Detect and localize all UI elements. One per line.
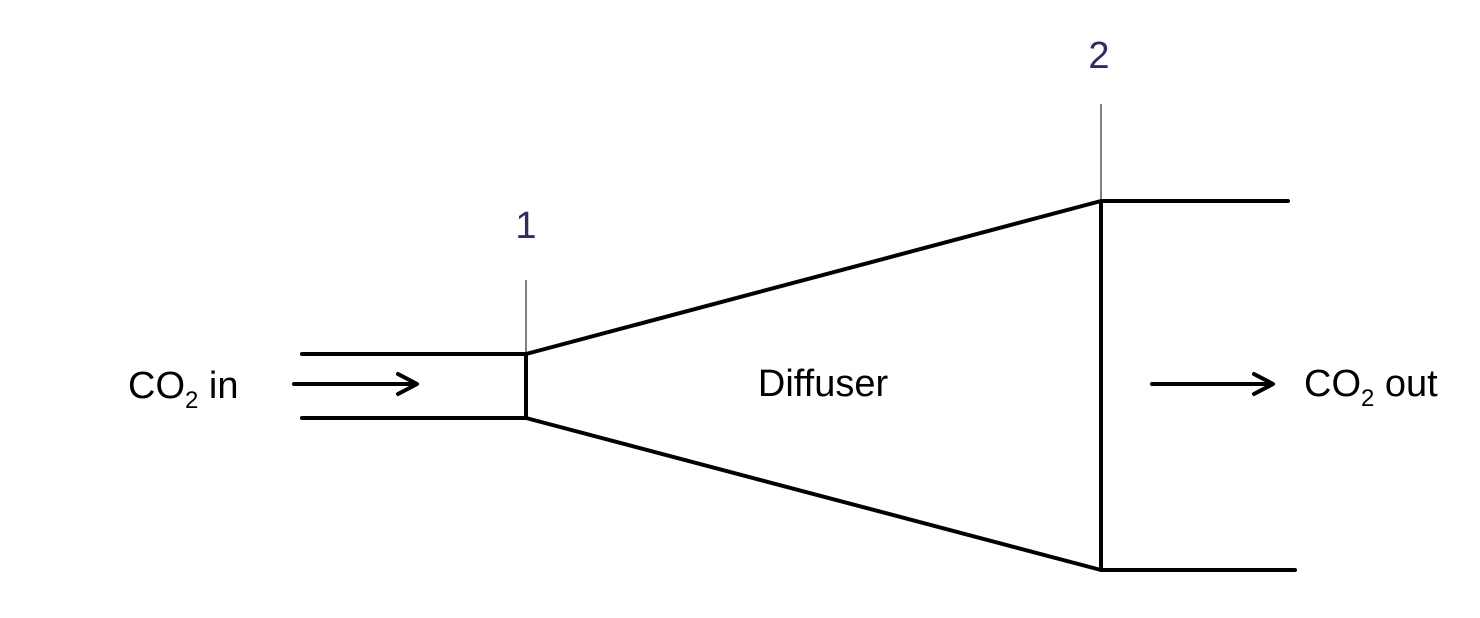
diffuser-lower-wall [524,416,1103,572]
station-1-label: 1 [515,205,536,247]
inlet-label: CO2 in [128,365,239,414]
inlet-flow-arrow-icon [292,372,419,396]
station-2-label: 2 [1088,35,1109,77]
outlet-flow-arrow-icon [1150,372,1275,396]
outlet-label: CO2 out [1304,363,1438,412]
diffuser-upper-wall [524,199,1103,356]
component-label: Diffuser [758,363,889,405]
